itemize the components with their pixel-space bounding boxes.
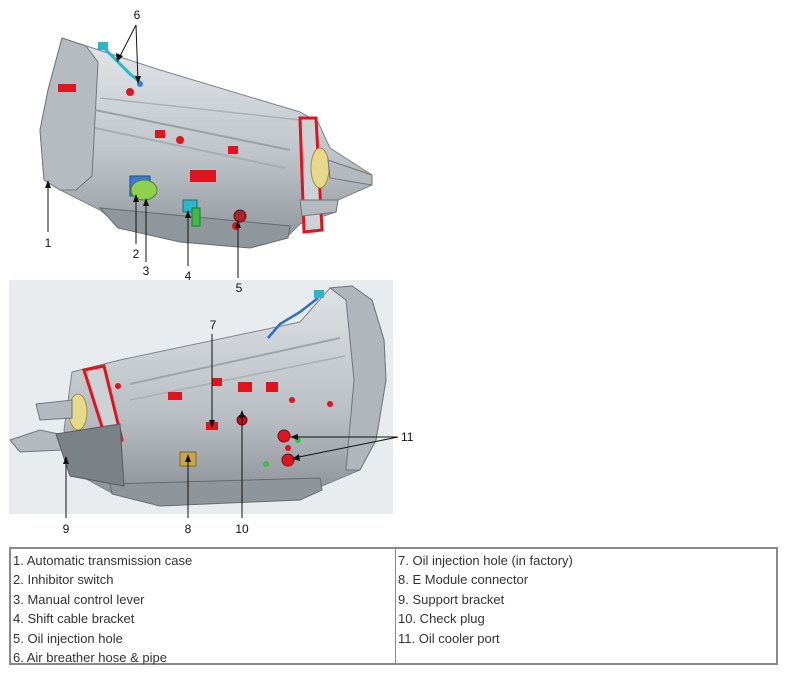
transmission-diagram: 1 2 3 4 5 6 (9, 8, 414, 536)
marker-red (168, 392, 182, 400)
oil-cooler-port (281, 453, 295, 467)
callout-10: 10 (235, 522, 249, 536)
callout-4: 4 (185, 269, 192, 283)
manual-control-lever (130, 179, 158, 201)
callout-2: 2 (133, 247, 140, 261)
bottom-oil-pan (109, 477, 323, 507)
callout-7: 7 (210, 318, 217, 332)
legend-item: 3. Manual control lever (13, 591, 145, 607)
callout-9: 9 (63, 522, 70, 536)
legend-left-column: 1. Automatic transmission case 2. Inhibi… (11, 549, 396, 665)
callout-11: 11 (401, 430, 414, 444)
legend-table: 1. Automatic transmission case 2. Inhibi… (9, 547, 778, 665)
legend-item: 6. Air breather hose & pipe (13, 650, 167, 666)
legend-item: 7. Oil injection hole (in factory) (398, 553, 573, 568)
air-breather-hose (267, 297, 319, 339)
legend-item: 8. E Module connector (398, 572, 529, 588)
legend-item: 9. Support bracket (398, 591, 505, 607)
callout-3: 3 (143, 264, 150, 278)
legend-item: 10. Check plug (398, 611, 485, 627)
marker-red (126, 88, 134, 96)
callout-8: 8 (185, 522, 192, 536)
marker-red (176, 136, 184, 144)
legend-item: 1. Automatic transmission case (13, 553, 193, 568)
marker-red (228, 146, 238, 154)
top-transmission-view (39, 37, 373, 249)
marker-red (238, 382, 252, 392)
top-callouts (47, 24, 239, 278)
top-output-yoke (310, 147, 330, 189)
marker-red (327, 401, 333, 407)
legend-right-column: 7. Oil injection hole (in factory) 8. E … (396, 549, 776, 663)
marker-red (115, 383, 121, 389)
marker-red (266, 382, 278, 392)
air-breather-hose (102, 46, 141, 84)
marker-red (190, 170, 216, 182)
callout-5: 5 (236, 281, 243, 295)
marker-red (155, 130, 165, 138)
marker-red (212, 378, 222, 386)
legend-item: 4. Shift cable bracket (13, 611, 135, 627)
marker-red (289, 397, 295, 403)
bottom-bell-housing (328, 285, 387, 471)
legend-item: 5. Oil injection hole (13, 630, 123, 646)
legend-item: 11. Oil cooler port (398, 630, 500, 646)
callout-1: 1 (45, 236, 52, 250)
bottom-transmission-view (9, 285, 387, 507)
legend-item: 2. Inhibitor switch (13, 572, 114, 588)
oil-cooler-port (277, 429, 291, 443)
oil-injection-hole-marker (233, 209, 247, 223)
callout-6: 6 (134, 8, 141, 22)
bottom-callouts (65, 334, 399, 518)
marker-red (58, 84, 76, 92)
top-oil-pan (98, 207, 291, 249)
top-bell-housing (39, 37, 99, 191)
